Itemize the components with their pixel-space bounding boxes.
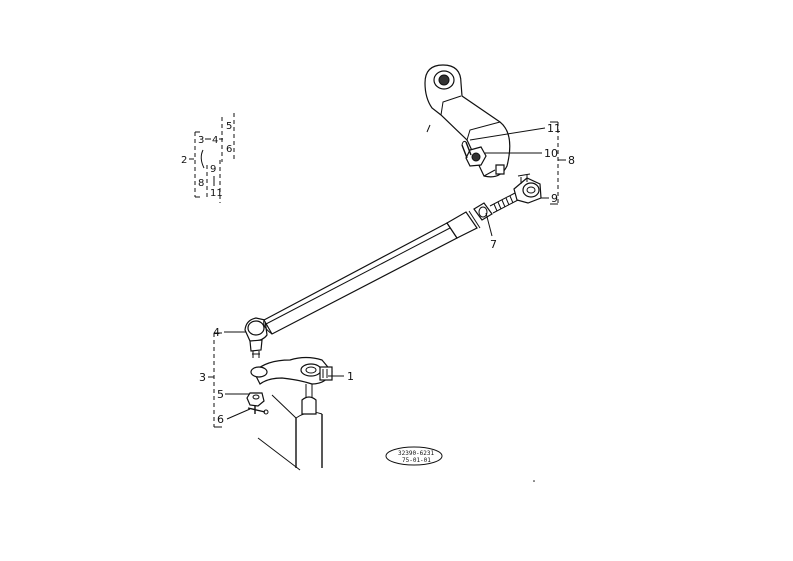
tie-rod-lock-nut	[473, 202, 493, 221]
threaded-rod-end	[489, 192, 519, 214]
label-part-5: 5	[217, 388, 224, 401]
lower-group-bracket	[208, 332, 222, 428]
label-part-10: 10	[544, 147, 558, 160]
key-number-11: 11	[210, 188, 223, 199]
label-part-9: 9	[551, 192, 558, 205]
key-number-2: 2	[181, 155, 187, 166]
parts-hierarchy-key: 2 3 4 5 6 8 9 11	[181, 113, 235, 203]
speck-mark	[533, 480, 535, 482]
tie-rod	[263, 210, 481, 335]
lower-ball-joint-assembly	[244, 317, 269, 415]
upper-group-bracket	[550, 121, 566, 205]
arm-nut-and-pin	[461, 140, 505, 175]
key-number-9: 9	[210, 164, 216, 175]
label-part-1: 1	[347, 370, 354, 383]
steering-arm	[250, 356, 333, 415]
key-number-6: 6	[226, 144, 232, 155]
key-number-5: 5	[226, 121, 232, 132]
upper-ball-joint	[513, 173, 542, 204]
pitman-arm	[424, 64, 511, 178]
label-part-11: 11	[547, 122, 561, 135]
part-labels: 1 3 4 5 6 7 8 9 10 11	[199, 122, 575, 426]
drawing-number-stamp: 32390-6231 75-01-01	[385, 446, 443, 466]
label-part-7: 7	[490, 238, 497, 251]
stamp-number: 32390-6231	[398, 450, 435, 457]
label-part-4: 4	[213, 326, 220, 339]
label-part-3: 3	[199, 371, 206, 384]
key-number-8: 8	[198, 178, 204, 189]
label-part-8: 8	[568, 154, 575, 167]
key-number-4: 4	[212, 135, 218, 146]
stamp-date: 75-01-01	[402, 457, 431, 464]
label-part-6: 6	[217, 413, 224, 426]
leader-lines	[224, 127, 549, 420]
key-number-3: 3	[198, 135, 204, 146]
